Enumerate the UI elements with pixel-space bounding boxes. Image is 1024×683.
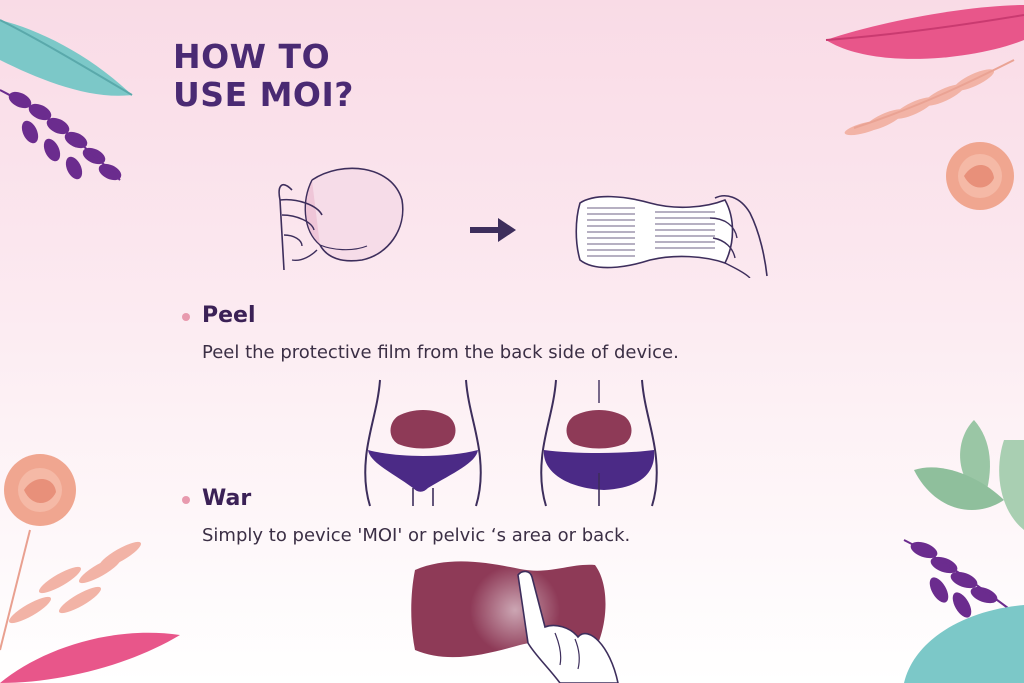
leaf-decoration-bottom-left bbox=[0, 454, 180, 683]
finger-tapping-device-icon bbox=[411, 561, 619, 683]
step-2-bullet bbox=[182, 496, 190, 504]
step-1-bullet bbox=[182, 313, 190, 321]
step-1-description: Peel the protective film from the back s… bbox=[202, 342, 679, 363]
right-arrow-icon bbox=[470, 218, 516, 242]
title-line-2: USE MOI? bbox=[173, 75, 354, 114]
body-front-with-patch-icon bbox=[364, 379, 482, 507]
step-2-description: Simply to pevice 'MOI' or pelvic ‘s area… bbox=[202, 525, 631, 546]
body-back-with-patch-icon bbox=[540, 379, 658, 507]
title-line-1: HOW TO bbox=[173, 37, 331, 76]
hand-peeling-film-icon bbox=[278, 167, 404, 271]
page-title: HOW TO USE MOI? bbox=[173, 38, 354, 114]
leaf-decoration-top-right bbox=[825, 5, 1024, 210]
leaf-decoration-top-left bbox=[0, 19, 133, 181]
step-2-title: War bbox=[202, 486, 252, 511]
step-1-title: Peel bbox=[202, 303, 256, 328]
leaf-decoration-bottom-right bbox=[903, 420, 1024, 683]
hand-holding-patch-icon bbox=[575, 195, 768, 278]
